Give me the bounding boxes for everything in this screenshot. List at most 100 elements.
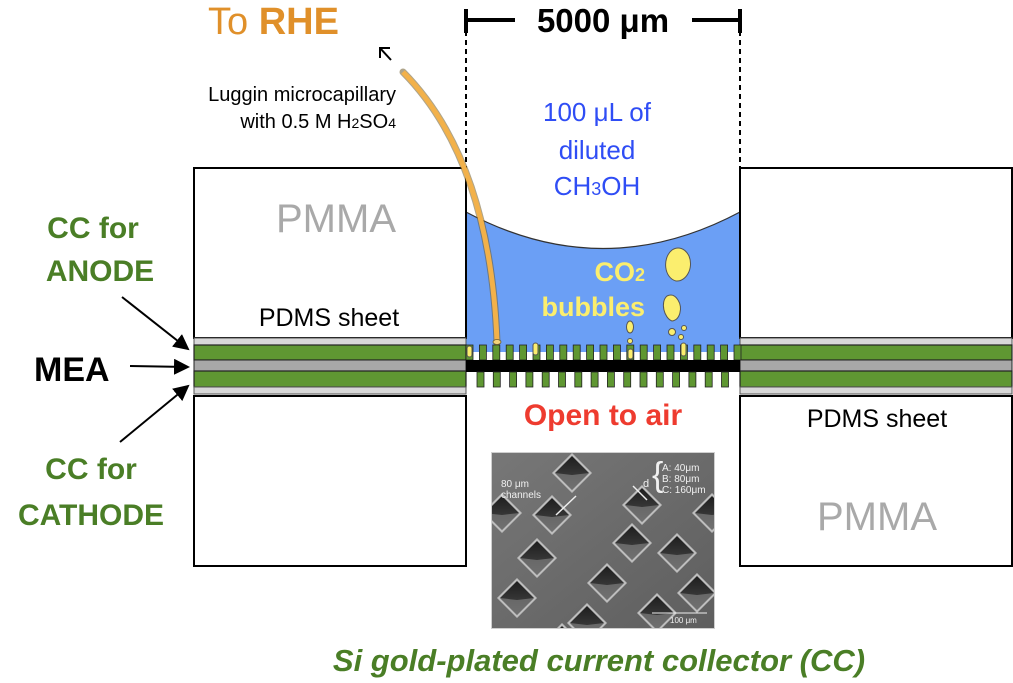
cathode-cc-channels [476,371,729,388]
pmma-block-top-left [193,167,467,339]
pdms-label-left: PDMS sheet [259,304,399,332]
open-to-air-label: Open to air [524,399,683,432]
mea-stack-right [739,337,1013,395]
arrow-cc-anode-icon [121,296,190,351]
anode-cc-tooth [733,344,742,361]
anode-cc-tooth [706,344,715,361]
bubble-tiny [681,325,687,331]
cathode-cc-tooth [607,371,615,388]
solution-label-line1: 100 μL of [543,97,652,127]
cc-anode-label-line2: ANODE [46,255,154,288]
sem-channels-label: 80 μm channels [501,479,542,501]
cathode-cc-tooth [476,371,485,388]
cathode-cc-tooth [704,371,713,388]
figure-caption: Si gold-plated current collector (CC) [333,643,865,678]
bubble-large [665,247,691,282]
anode-cc-tooth [492,344,501,361]
anode-cc-tooth [613,344,621,361]
sem-pit [622,485,662,525]
pmma-block-top-right [739,167,1013,339]
rhe-label-prefix: To [208,1,259,43]
pmma-block-bottom-right [739,395,1013,567]
luggin-label-line2: with 0.5 M H2SO4 [239,111,396,133]
bubble-tiny [627,338,633,344]
co2-label-line2: bubbles [541,292,645,322]
anode-cc-tooth [586,344,594,361]
mea-label: MEA [34,351,110,389]
sem-pit [622,628,662,629]
pdms-label-right: PDMS sheet [807,405,947,433]
sem-pit [497,578,537,618]
anode-cc-tooth [559,344,568,361]
pmma-label-top-left: PMMA [276,197,396,241]
bubble-tiny [668,328,676,336]
cathode-cc-tooth [639,371,648,388]
anode-cc-tooth [546,344,554,361]
cathode-cc-tooth [688,371,697,388]
meniscus-line [465,211,741,250]
sem-pit [517,538,557,578]
rhe-label-bold: RHE [259,1,339,43]
bubble-tiny [678,334,684,340]
arrow-mea-icon [129,358,190,375]
spacing-dimension-marker [632,485,648,501]
sem-pit [612,523,652,563]
bubble-medium [662,294,681,322]
anode-cc-tooth [572,344,581,361]
bubble-in-channel [532,342,539,356]
cathode-cc-tooth [623,371,632,388]
capillary-tip [492,339,502,345]
cathode-cc-tooth [558,371,566,388]
bubble-in-channel [680,342,687,357]
scale-bar: 5000 μm [464,2,742,39]
cathode-cc-tooth [672,371,680,388]
cathode-cc-tooth [574,371,583,388]
sem-pit [657,533,697,573]
anode-cc-channels [465,344,742,361]
pmma-label-bottom-right: PMMA [817,495,937,539]
pmma-block-bottom-left [193,395,467,567]
cathode-cc-tooth [655,371,664,388]
anode-cc-tooth [639,344,648,361]
anode-cc-tooth [693,344,702,361]
sem-pattern [492,453,714,629]
anode-cc-tooth [653,344,661,361]
anode-cc-tooth [720,344,728,361]
solution-label-line3: CH3OH [554,171,641,201]
sem-scale-label: 100 μm [670,616,697,625]
anode-cc-tooth [519,344,527,361]
cc-cathode-label-line1: CC for [45,453,137,486]
cc-cathode-label-line2: CATHODE [18,499,164,532]
cathode-cc-tooth [509,371,518,388]
arrow-to-rhe-icon [379,47,392,61]
arrow-cc-cathode-icon [119,384,190,443]
cathode-cc-tooth [525,371,534,388]
channel-dimension-marker [555,495,577,516]
sem-pit [587,563,627,603]
anode-cc-tooth [478,344,487,361]
sem-pit [637,593,677,628]
sem-pit [567,603,607,628]
sem-brace-icon: { [652,456,664,494]
co2-bubbles [466,247,691,360]
mea-membrane-center [466,360,740,372]
sem-pit [557,623,567,628]
sem-d-label: d [643,478,650,490]
anode-cc-tooth [505,344,514,361]
cathode-cc-tooth [492,371,501,388]
cathode-cc-tooth [541,371,550,388]
luggin-capillary-fill [401,70,500,343]
co2-label-line1: CO2 [594,257,645,287]
anode-cc-tooth [666,344,675,361]
scale-bar-label: 5000 μm [537,2,669,39]
anode-cc-tooth [599,344,608,361]
sem-pit [552,453,592,493]
sem-spacing-list: A: 40μm B: 80μm C: 160μm [662,463,706,496]
cathode-cc-tooth [721,371,729,388]
sem-pit [677,573,714,613]
sem-pit [532,495,572,535]
rhe-label: To RHE [208,1,339,43]
bubble-small [626,320,634,334]
solution-label-line2: diluted [559,135,636,165]
